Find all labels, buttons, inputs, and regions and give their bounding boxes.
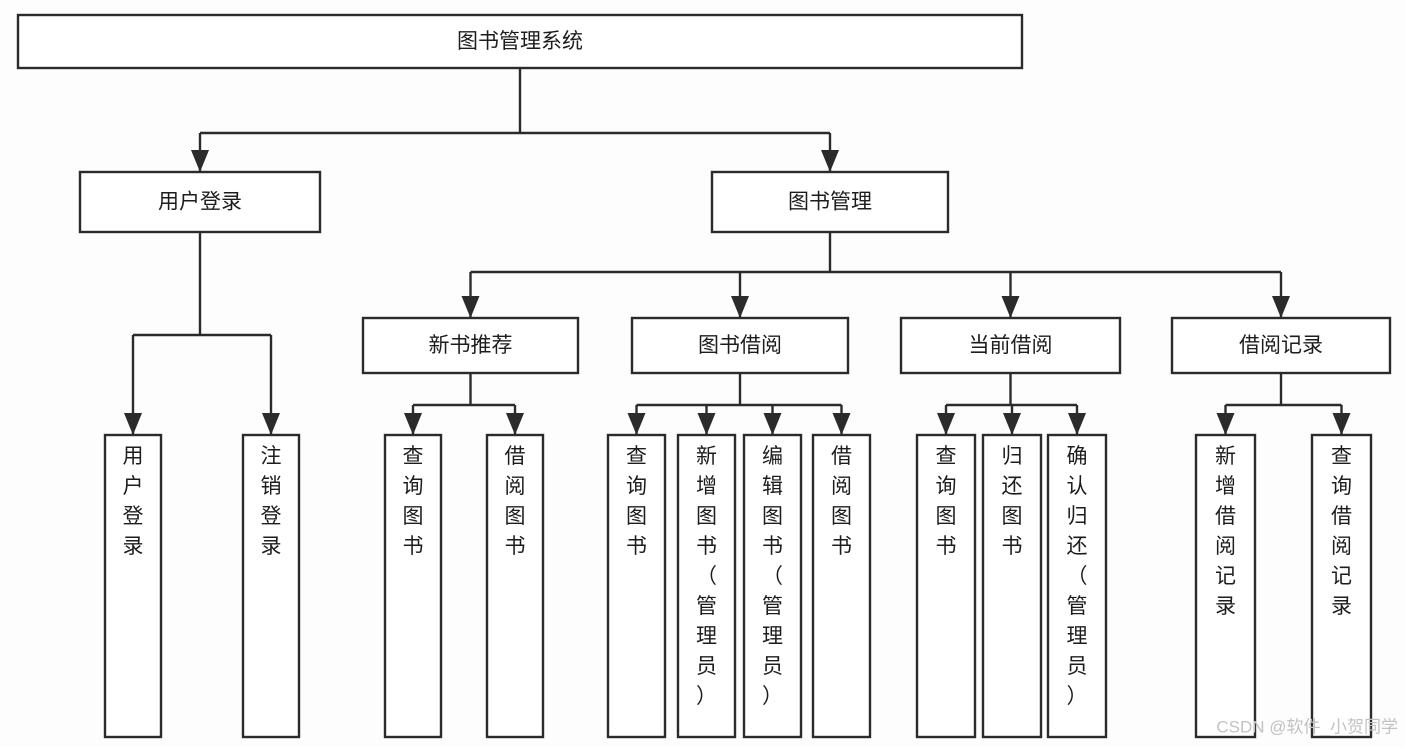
node-layer: 图书管理系统用户登录图书管理新书推荐图书借阅当前借阅借阅记录用户登录注销登录查询… <box>16 13 1392 739</box>
node-root-图书管理系统[interactable]: 图书管理系统 <box>16 13 1024 70</box>
node-leaf-借阅图书[interactable]: 借阅图书 <box>485 433 545 739</box>
arrow-head-icon <box>506 413 524 435</box>
arrow-head-icon <box>731 296 749 318</box>
arrow-head-icon <box>697 413 716 435</box>
node-rect <box>485 433 545 739</box>
arrow-head-icon <box>937 413 955 435</box>
arrow-head-icon <box>1001 296 1020 318</box>
node-label: 归还图书 <box>1002 445 1023 558</box>
node-label: 查询图书 <box>626 445 647 558</box>
node-rect <box>630 316 850 375</box>
arrow-head-icon <box>821 150 839 172</box>
arrow-head-icon <box>191 150 209 172</box>
node-rect <box>1310 433 1373 739</box>
node-label: 借阅图书 <box>831 445 852 558</box>
arrow-head-icon <box>262 413 280 435</box>
node-rect <box>1194 433 1257 739</box>
node-rect <box>78 170 322 234</box>
node-rect <box>383 433 443 739</box>
arrow-head-icon <box>1216 413 1235 435</box>
node-rect <box>1046 433 1108 739</box>
arrow-head-icon <box>1272 296 1290 318</box>
node-label: 当前借阅 <box>969 334 1053 357</box>
node-level2-用户登录[interactable]: 用户登录 <box>78 170 322 234</box>
node-label: 编辑图书（管理员） <box>762 445 783 708</box>
csdn-watermark: CSDN @软件_小贺同学 <box>1216 717 1398 736</box>
node-label: 查询图书 <box>936 445 957 558</box>
node-leaf-归还图书[interactable]: 归还图书 <box>981 433 1043 739</box>
node-label: 新增图书（管理员） <box>696 445 717 708</box>
node-leaf-查询图书[interactable]: 查询图书 <box>915 433 977 739</box>
node-leaf-借阅图书[interactable]: 借阅图书 <box>811 433 872 739</box>
node-rect <box>915 433 977 739</box>
arrow-head-icon <box>1332 413 1351 435</box>
node-label: 新书推荐 <box>429 334 513 357</box>
node-label: 用户登录 <box>123 445 144 558</box>
node-leaf-用户登录[interactable]: 用户登录 <box>103 433 163 739</box>
node-level3-图书借阅[interactable]: 图书借阅 <box>630 316 850 375</box>
node-level3-借阅记录[interactable]: 借阅记录 <box>1170 316 1392 375</box>
node-rect <box>241 433 301 739</box>
arrow-head-icon <box>763 413 782 435</box>
node-leaf-注销登录[interactable]: 注销登录 <box>241 433 301 739</box>
node-level2-图书管理[interactable]: 图书管理 <box>710 170 950 234</box>
node-leaf-编辑图书（管理员）[interactable]: 编辑图书（管理员） <box>742 433 803 739</box>
node-label: 新增借阅记录 <box>1215 445 1236 618</box>
connector-layer <box>124 68 1351 435</box>
arrow-head-icon <box>1003 413 1021 435</box>
node-level3-新书推荐[interactable]: 新书推荐 <box>361 316 580 375</box>
node-rect <box>1170 316 1392 375</box>
node-rect <box>742 433 803 739</box>
arrow-head-icon <box>1068 413 1086 435</box>
node-leaf-确认归还（管理员）[interactable]: 确认归还（管理员） <box>1046 433 1108 739</box>
node-rect <box>16 13 1024 70</box>
node-leaf-查询借阅记录[interactable]: 查询借阅记录 <box>1310 433 1373 739</box>
node-rect <box>981 433 1043 739</box>
node-label: 注销登录 <box>261 445 282 558</box>
node-rect <box>361 316 580 375</box>
node-label: 借阅记录 <box>1239 334 1323 357</box>
node-label: 图书借阅 <box>698 334 782 357</box>
arrow-head-icon <box>461 296 480 318</box>
node-label: 查询借阅记录 <box>1331 445 1352 618</box>
arrow-head-icon <box>404 413 422 435</box>
node-rect <box>710 170 950 234</box>
node-rect <box>103 433 163 739</box>
arrow-head-icon <box>832 413 851 435</box>
arrow-head-icon <box>124 413 142 435</box>
node-rect <box>606 433 667 739</box>
node-rect <box>899 316 1122 375</box>
node-label: 图书管理 <box>788 191 872 214</box>
node-leaf-查询图书[interactable]: 查询图书 <box>383 433 443 739</box>
node-level3-当前借阅[interactable]: 当前借阅 <box>899 316 1122 375</box>
node-label: 借阅图书 <box>505 445 526 558</box>
node-label: 用户登录 <box>158 191 242 214</box>
node-label: 查询图书 <box>403 445 424 558</box>
node-label: 确认归还（管理员） <box>1067 445 1088 708</box>
node-label: 图书管理系统 <box>457 30 583 53</box>
node-leaf-查询图书[interactable]: 查询图书 <box>606 433 667 739</box>
arrow-head-icon <box>627 413 646 435</box>
node-leaf-新增图书（管理员）[interactable]: 新增图书（管理员） <box>676 433 737 739</box>
node-rect <box>676 433 737 739</box>
node-leaf-新增借阅记录[interactable]: 新增借阅记录 <box>1194 433 1257 739</box>
node-rect <box>811 433 872 739</box>
